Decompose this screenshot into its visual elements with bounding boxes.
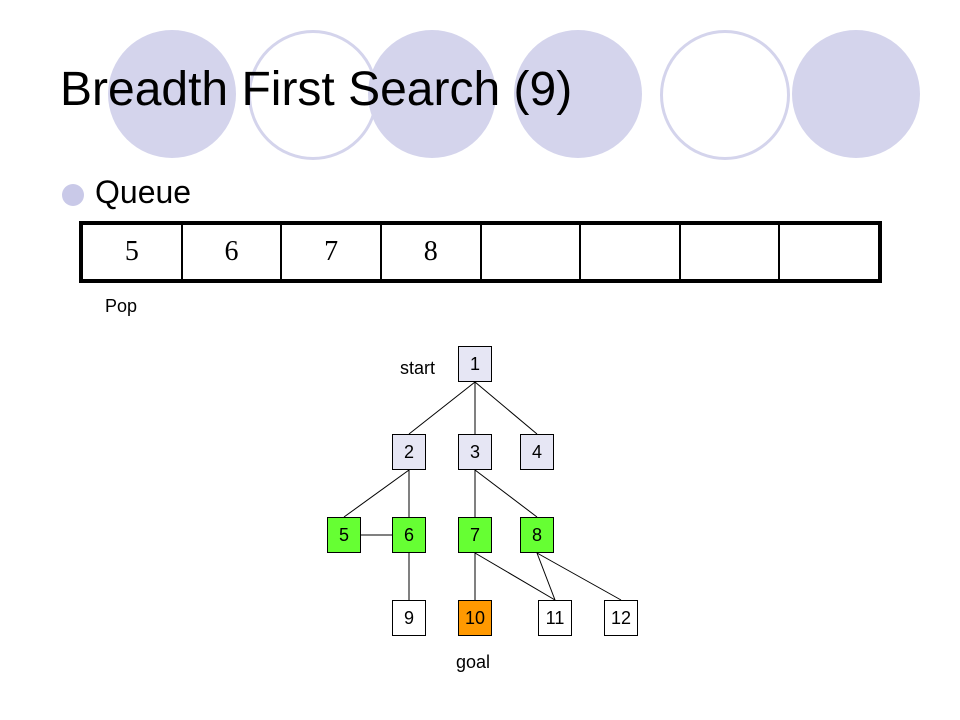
queue-cell: 8 [382, 225, 482, 279]
decorative-circle [368, 30, 496, 158]
tree-node-6: 6 [392, 517, 426, 553]
queue-cell: 6 [183, 225, 283, 279]
decorative-ring [660, 30, 790, 160]
decorative-circle [514, 30, 642, 158]
goal-label: goal [456, 652, 491, 672]
tree-edge [343, 469, 410, 518]
queue-cell [681, 225, 781, 279]
queue-cell: 5 [83, 225, 183, 279]
tree-node-1: 1 [458, 346, 492, 382]
tree-edge [474, 552, 556, 601]
start-label: start [400, 358, 436, 378]
tree-edge [536, 552, 556, 601]
tree-edge [474, 381, 538, 435]
decorative-circle [792, 30, 920, 158]
tree-node-10: 10 [458, 600, 492, 636]
slide-title: Breadth First Search (9) [60, 63, 573, 116]
tree-edge [536, 552, 622, 601]
decorative-circle [108, 30, 236, 158]
tree-node-11: 11 [538, 600, 572, 636]
queue-cell [581, 225, 681, 279]
tree-node-7: 7 [458, 517, 492, 553]
tree-node-2: 2 [392, 434, 426, 470]
tree-edge [408, 381, 476, 435]
tree-node-9: 9 [392, 600, 426, 636]
queue-table: 5 6 7 8 [79, 221, 882, 283]
tree-node-5: 5 [327, 517, 361, 553]
pop-label: Pop [105, 296, 138, 316]
tree-node-12: 12 [604, 600, 638, 636]
bullet-queue: Queue [95, 174, 192, 210]
tree-edge [474, 469, 538, 518]
queue-cell [482, 225, 582, 279]
queue-cell: 7 [282, 225, 382, 279]
tree-node-4: 4 [520, 434, 554, 470]
bullet-dot-icon [62, 184, 84, 206]
tree-node-3: 3 [458, 434, 492, 470]
tree-node-8: 8 [520, 517, 554, 553]
